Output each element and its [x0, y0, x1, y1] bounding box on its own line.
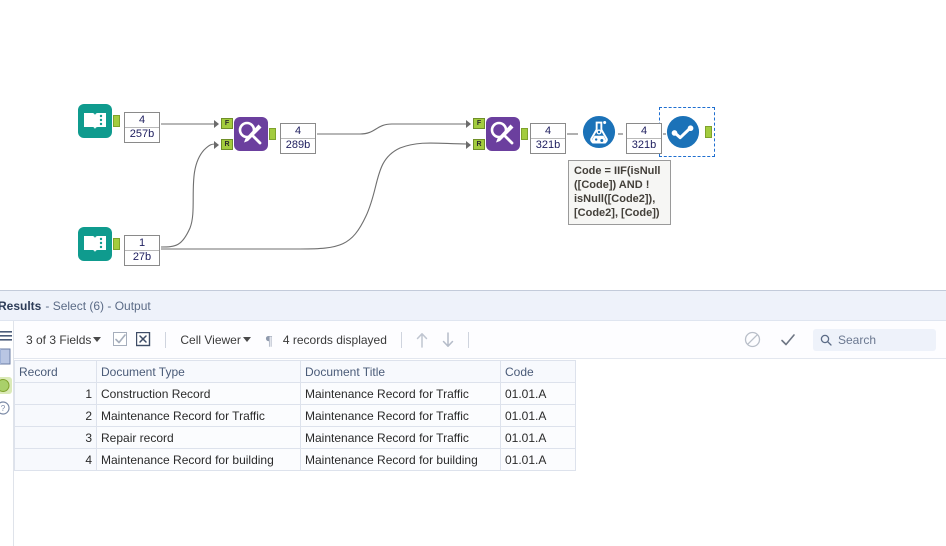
table-row[interactable]: 1 Construction Record Maintenance Record…	[14, 382, 576, 405]
workflow-canvas[interactable]: F R F R	[0, 0, 946, 290]
arrow-down-icon[interactable]	[440, 331, 456, 349]
record-count: 4	[640, 125, 648, 137]
record-count-box-1[interactable]: 4 257b	[124, 112, 160, 143]
results-table[interactable]: Record Document Type Document Title Code…	[14, 360, 576, 471]
cell-doctitle: Maintenance Record for Traffic	[300, 404, 501, 427]
fields-count-label[interactable]: 3 of 3 Fields	[26, 332, 92, 347]
toolbar-divider	[400, 331, 402, 348]
record-count-box-5[interactable]: 1 27b	[124, 235, 160, 266]
toolbar-divider	[165, 331, 167, 348]
pilcrow-icon[interactable]: ¶	[263, 332, 275, 348]
record-size: 321b	[627, 138, 661, 153]
output-anchor[interactable]	[269, 128, 276, 140]
record-count-box-4[interactable]: 4 321b	[626, 123, 662, 154]
cell-code: 01.01.A	[500, 426, 576, 449]
table-row[interactable]: 2 Maintenance Record for Traffic Mainten…	[14, 404, 576, 427]
svg-text:¶: ¶	[266, 334, 273, 348]
formula-annotation[interactable]: Code = IIF(isNull ([Code]) AND ! isNull(…	[568, 160, 671, 225]
output-anchor[interactable]	[705, 126, 712, 138]
find-replace-tool-2[interactable]	[486, 117, 520, 151]
config-panel-icon[interactable]	[0, 348, 14, 366]
output-anchor[interactable]	[521, 128, 528, 140]
anchor-arrow-icon	[466, 141, 471, 149]
input-anchor-r[interactable]: R	[221, 139, 233, 150]
output-anchor[interactable]	[113, 115, 120, 127]
checkbox-checked-icon[interactable]	[113, 332, 128, 347]
arrow-up-icon[interactable]	[414, 331, 430, 349]
results-toolbar: 3 of 3 Fields Cell Viewer ¶	[14, 321, 946, 359]
column-header-doctype[interactable]: Document Type	[96, 360, 301, 383]
results-header: Results - Select (6) - Output	[0, 291, 946, 321]
cell-doctitle: Maintenance Record for building	[300, 448, 501, 471]
input-anchor-f[interactable]: F	[221, 118, 233, 129]
checkmark-icon[interactable]	[779, 331, 797, 349]
cell-record: 2	[14, 404, 97, 427]
checkbox-cross-icon[interactable]	[136, 332, 151, 347]
cell-doctitle: Maintenance Record for Traffic	[300, 382, 501, 405]
record-size: 321b	[531, 138, 565, 153]
selection-marquee	[659, 107, 715, 157]
column-header-record[interactable]: Record	[14, 360, 97, 383]
record-size: 27b	[125, 250, 159, 265]
find-replace-tool-1[interactable]	[234, 117, 268, 151]
input-anchor-f[interactable]: F	[473, 118, 485, 129]
magnifier-pencil-icon	[486, 117, 520, 151]
input-data-tool-2[interactable]	[78, 227, 112, 261]
record-size: 289b	[281, 138, 315, 153]
search-input[interactable]: Search	[813, 328, 936, 351]
cell-doctype: Repair record	[96, 426, 301, 449]
toolbar-divider	[467, 331, 469, 348]
anchor-arrow-icon	[214, 141, 219, 149]
cell-doctype: Construction Record	[96, 382, 301, 405]
flask-icon	[582, 115, 616, 149]
cell-code: 01.01.A	[500, 382, 576, 405]
record-size: 257b	[125, 127, 159, 142]
cell-doctitle: Maintenance Record for Traffic	[300, 426, 501, 449]
column-header-code[interactable]: Code	[500, 360, 576, 383]
cell-doctype: Maintenance Record for Traffic	[96, 404, 301, 427]
cell-code: 01.01.A	[500, 404, 576, 427]
record-count: 1	[138, 237, 146, 249]
column-header-doctitle[interactable]: Document Title	[300, 360, 501, 383]
results-panel: Results - Select (6) - Output ?	[0, 290, 946, 546]
record-count: 4	[294, 125, 302, 137]
no-entry-icon[interactable]	[744, 331, 761, 348]
book-icon	[78, 227, 112, 261]
search-placeholder: Search	[838, 332, 877, 347]
record-count-box-3[interactable]: 4 321b	[530, 123, 566, 154]
results-title: Results	[0, 298, 42, 313]
chevron-down-icon[interactable]	[242, 337, 251, 342]
chevron-down-icon[interactable]	[93, 337, 102, 342]
results-subtitle: - Select (6) - Output	[45, 298, 151, 313]
search-icon	[820, 334, 832, 346]
table-header-row: Record Document Type Document Title Code	[14, 360, 576, 383]
record-count: 4	[138, 114, 146, 126]
input-anchor-r[interactable]: R	[473, 139, 485, 150]
cell-record: 4	[14, 448, 97, 471]
magnifier-pencil-icon	[234, 117, 268, 151]
check-dots-icon	[666, 115, 700, 149]
hamburger-icon[interactable]	[0, 329, 14, 343]
anchor-arrow-icon	[214, 120, 219, 128]
cell-viewer-label[interactable]: Cell Viewer	[180, 332, 241, 347]
select-tool[interactable]	[666, 115, 700, 149]
cell-code: 01.01.A	[500, 448, 576, 471]
record-count: 4	[544, 125, 552, 137]
book-icon	[78, 104, 112, 138]
cell-record: 1	[14, 382, 97, 405]
output-anchor[interactable]	[113, 238, 120, 250]
table-row[interactable]: 3 Repair record Maintenance Record for T…	[14, 426, 576, 449]
records-displayed-label: 4 records displayed	[282, 332, 387, 347]
output-anchor-icon[interactable]	[0, 375, 16, 397]
cell-record: 3	[14, 426, 97, 449]
anchor-arrow-icon	[466, 120, 471, 128]
question-circle-icon[interactable]: ?	[0, 401, 14, 415]
record-count-box-2[interactable]: 4 289b	[280, 123, 316, 154]
formula-tool[interactable]	[582, 115, 616, 149]
cell-doctype: Maintenance Record for building	[96, 448, 301, 471]
input-data-tool-1[interactable]	[78, 104, 112, 138]
table-row[interactable]: 4 Maintenance Record for building Mainte…	[14, 448, 576, 471]
svg-text:?: ?	[1, 404, 6, 413]
results-left-rail: ?	[0, 321, 14, 546]
